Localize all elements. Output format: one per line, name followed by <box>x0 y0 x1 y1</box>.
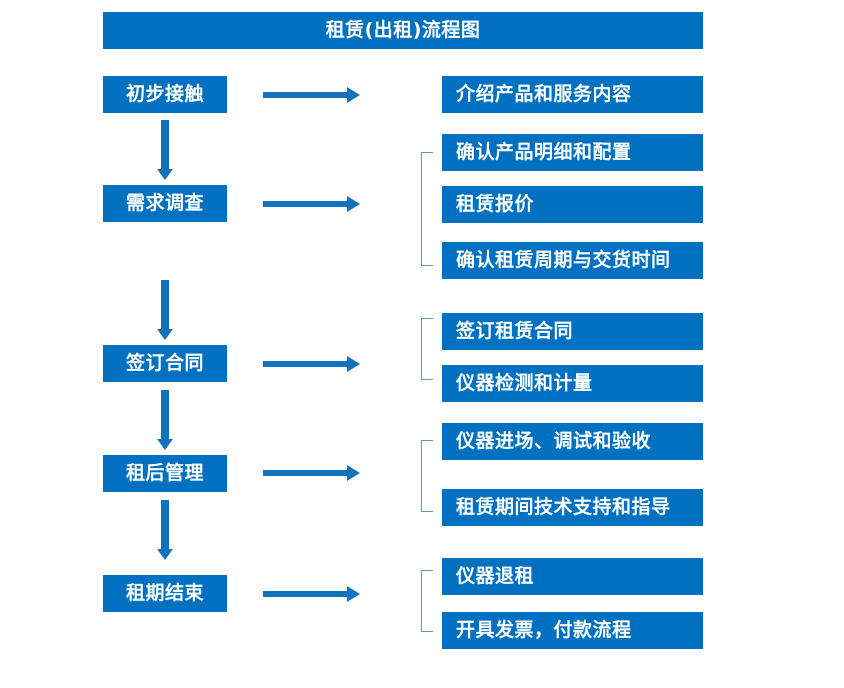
group-bracket-5 <box>421 570 433 632</box>
stage-box-5[interactable]: 租期结束 <box>103 575 227 612</box>
group-bracket-3 <box>421 318 433 380</box>
group-bracket-2 <box>421 152 433 266</box>
detail-box-2-1[interactable]: 确认产品明细和配置 <box>442 134 703 171</box>
stage-box-3[interactable]: 签订合同 <box>103 345 227 382</box>
detail-box-2-3[interactable]: 确认租赁周期与交货时间 <box>442 242 703 279</box>
detail-box-1-1[interactable]: 介绍产品和服务内容 <box>442 76 703 113</box>
detail-box-4-1[interactable]: 仪器进场、调试和验收 <box>442 423 703 460</box>
stage-box-4[interactable]: 租后管理 <box>103 455 227 492</box>
detail-box-5-2[interactable]: 开具发票，付款流程 <box>442 612 703 649</box>
detail-box-5-1[interactable]: 仪器退租 <box>442 558 703 595</box>
diagram-title: 租赁(出租)流程图 <box>103 12 703 49</box>
stage-box-1[interactable]: 初步接触 <box>103 76 227 113</box>
detail-box-3-1[interactable]: 签订租赁合同 <box>442 313 703 350</box>
detail-box-2-2[interactable]: 租赁报价 <box>442 186 703 223</box>
detail-box-3-2[interactable]: 仪器检测和计量 <box>442 365 703 402</box>
detail-box-4-2[interactable]: 租赁期间技术支持和指导 <box>442 489 703 526</box>
stage-box-2[interactable]: 需求调查 <box>103 185 227 222</box>
group-bracket-4 <box>421 440 433 512</box>
